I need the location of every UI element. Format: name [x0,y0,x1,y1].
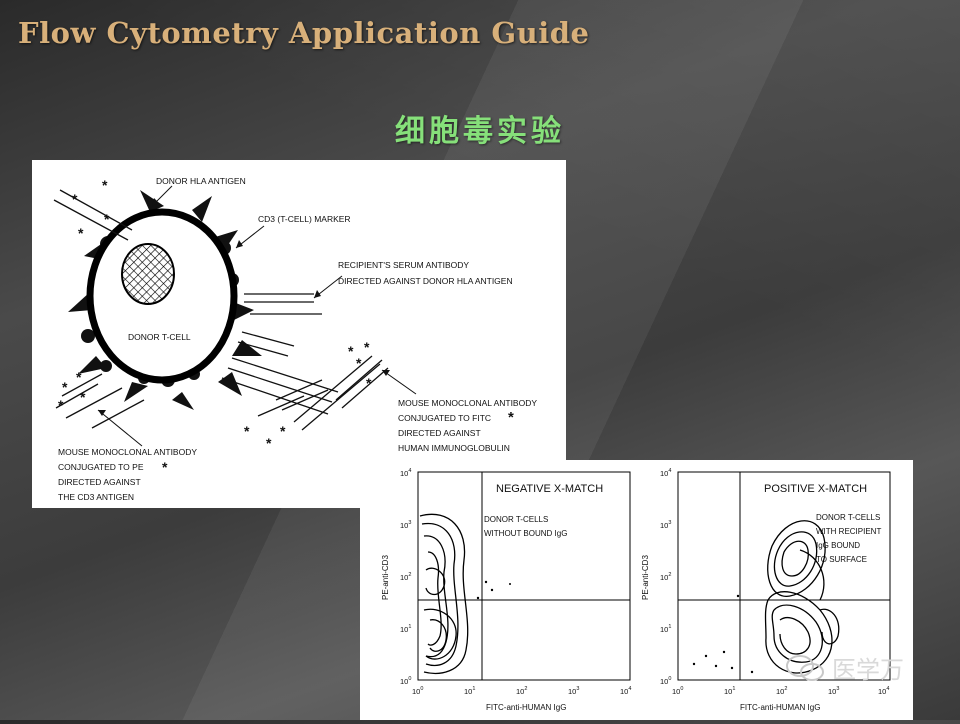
svg-text:*: * [58,397,64,413]
svg-text:104: 104 [660,468,671,478]
negative-x-ticks: 100 101 102 103 104 [412,686,631,696]
svg-text:104: 104 [400,468,411,478]
svg-text:*: * [72,191,78,207]
svg-text:*: * [280,423,286,439]
svg-text:*: * [266,435,272,451]
svg-text:*: * [364,339,370,355]
negative-note-1: DONOR T-CELLS [484,515,548,524]
negative-ylabel: PE-anti-CD3 [381,555,390,600]
svg-text:102: 102 [516,686,527,696]
svg-text:100: 100 [412,686,423,696]
svg-text:*: * [104,211,110,227]
positive-xmatch-title: POSITIVE X-MATCH [764,483,867,495]
svg-text:101: 101 [660,624,671,634]
cd3-marker-label: CD3 (T-CELL) MARKER [258,214,351,224]
slide-title: Flow Cytometry Application Guide [18,16,590,50]
watermark: 医学万 [780,648,940,688]
svg-text:103: 103 [660,520,671,530]
fitc-star: * [508,409,514,426]
svg-text:100: 100 [400,676,411,686]
wechat-icon [787,656,823,680]
mouse-pe-label-4: THE CD3 ANTIGEN [58,492,134,502]
negative-y-ticks: 104 103 102 101 100 [400,468,411,686]
mouse-pe-label-1: MOUSE MONOCLONAL ANTIBODY [58,447,197,457]
mouse-pe-label-3: DIRECTED AGAINST [58,477,141,487]
positive-note-2: WITH RECIPIENT [816,527,881,536]
positive-y-ticks: 104 103 102 101 100 [660,468,671,686]
svg-text:103: 103 [568,686,579,696]
positive-dots [693,595,753,673]
positive-xlabel: FITC-anti-HUMAN IgG [740,703,820,712]
tcell-nucleus [122,244,174,304]
tcell-diagram: DONOR T-CELL * [32,160,566,508]
recipient-antibody-label-2: DIRECTED AGAINST DONOR HLA ANTIGEN [338,276,513,286]
watermark-text: 医学万 [832,656,904,684]
positive-ylabel: PE-anti-CD3 [641,555,650,600]
svg-text:102: 102 [660,572,671,582]
svg-text:*: * [78,225,84,241]
negative-xmatch-title: NEGATIVE X-MATCH [496,483,603,495]
mouse-fitc-label-4: HUMAN IMMUNOGLOBULIN [398,443,510,453]
positive-note-3: IgG BOUND [816,541,860,550]
negative-xlabel: FITC-anti-HUMAN IgG [486,703,566,712]
svg-text:100: 100 [672,686,683,696]
pe-star: * [162,459,168,475]
mouse-fitc-label-1: MOUSE MONOCLONAL ANTIBODY [398,398,537,408]
negative-xmatch-plot: NEGATIVE X-MATCH DONOR T-CELLS WITHOUT B… [381,468,631,712]
negative-note-2: WITHOUT BOUND IgG [484,529,567,538]
svg-text:*: * [244,423,250,439]
svg-text:103: 103 [400,520,411,530]
svg-text:*: * [80,389,86,405]
mouse-fitc-label-3: DIRECTED AGAINST [398,428,481,438]
svg-text:*: * [102,177,108,193]
svg-text:102: 102 [400,572,411,582]
svg-text:101: 101 [400,624,411,634]
svg-text:*: * [62,379,68,395]
mouse-fitc-label-2: CONJUGATED TO FITC [398,413,491,423]
svg-text:*: * [366,375,372,391]
donor-hla-label: DONOR HLA ANTIGEN [156,176,246,186]
svg-text:*: * [76,369,82,385]
positive-note-1: DONOR T-CELLS [816,513,880,522]
tcell-diagram-panel: DONOR T-CELL * [32,160,566,508]
negative-contours [420,514,468,673]
donor-tcell-label: DONOR T-CELL [128,332,191,342]
slide-subtitle: 细胞毒实验 [0,106,960,150]
svg-text:100: 100 [660,676,671,686]
svg-text:104: 104 [620,686,631,696]
svg-text:*: * [356,355,362,371]
recipient-antibody-label-1: RECIPIENT'S SERUM ANTIBODY [338,260,469,270]
svg-text:101: 101 [724,686,735,696]
watermark-graphic: 医学万 [780,648,940,688]
svg-text:101: 101 [464,686,475,696]
svg-text:*: * [348,343,354,359]
mouse-pe-label-2: CONJUGATED TO PE [58,462,144,472]
